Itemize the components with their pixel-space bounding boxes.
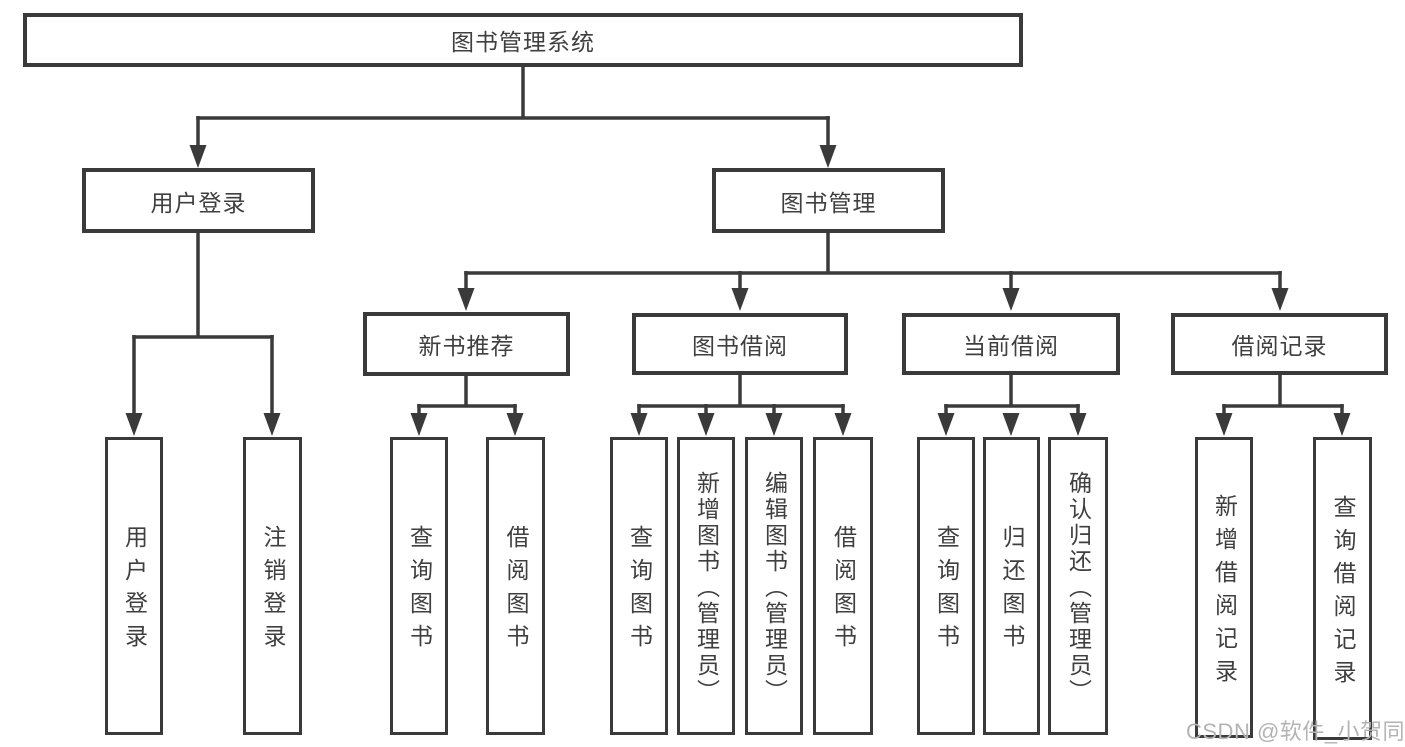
leaf-query-books-3: 查询图书 xyxy=(917,437,975,735)
leaf-query-borrowing-record: 查询借阅记录 xyxy=(1313,437,1372,740)
leaf-borrow-books: 借阅图书 xyxy=(486,437,545,735)
node-current-borrowing: 当前借阅 xyxy=(902,313,1120,375)
leaf-user-login: 用户登录 xyxy=(105,437,163,735)
leaf-add-books-admin: 新增图书（管理员） xyxy=(677,437,735,735)
leaf-query-books: 查询图书 xyxy=(390,437,448,735)
node-book-management: 图书管理 xyxy=(712,168,945,233)
leaf-return-books: 归还图书 xyxy=(983,437,1040,735)
node-borrowing-records: 借阅记录 xyxy=(1171,313,1388,375)
node-new-book-recommendation: 新书推荐 xyxy=(363,312,570,376)
node-book-borrowing: 图书借阅 xyxy=(632,313,848,375)
leaf-borrow-books-2: 借阅图书 xyxy=(813,437,873,735)
leaf-add-borrowing-record: 新增借阅记录 xyxy=(1195,437,1253,738)
node-user-login: 用户登录 xyxy=(82,168,315,233)
leaf-edit-books-admin: 编辑图书（管理员） xyxy=(745,437,803,735)
node-library-management-system: 图书管理系统 xyxy=(23,13,1023,67)
csdn-watermark: CSDN @软件_小贺同学 xyxy=(1186,719,1405,744)
leaf-logout: 注销登录 xyxy=(243,437,302,735)
leaf-query-books-2: 查询图书 xyxy=(610,437,668,735)
leaf-confirm-return-admin: 确认归还（管理员） xyxy=(1048,437,1108,735)
